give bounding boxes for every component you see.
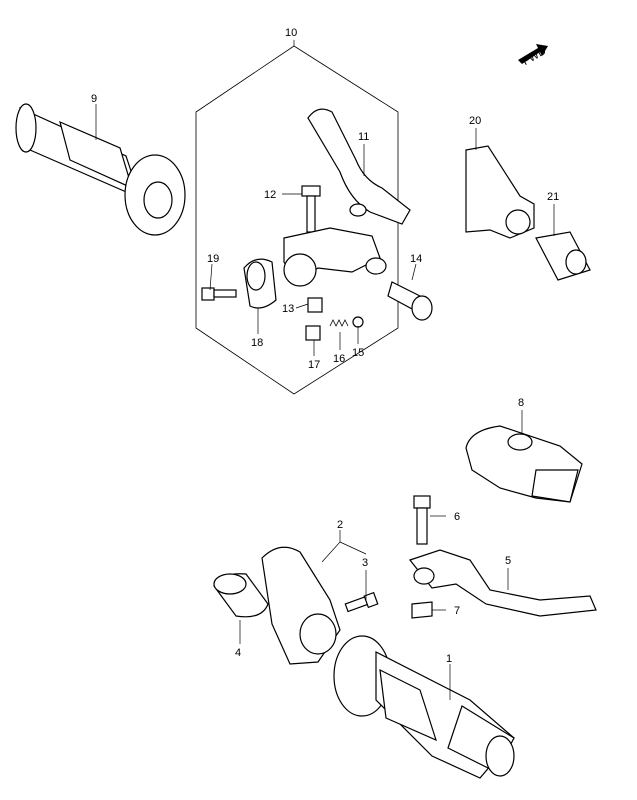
clamp-bolt [201, 287, 237, 301]
lever-cover [465, 145, 535, 239]
brake-lever [409, 549, 597, 617]
callout-1: 1 [446, 653, 452, 665]
callout-15: 15 [352, 347, 364, 359]
callout-5: 5 [505, 555, 511, 567]
callout-18: 18 [251, 337, 263, 349]
callout-20: 20 [469, 115, 481, 127]
ball-part [352, 316, 364, 328]
callout-3: 3 [362, 557, 368, 569]
pivot-bolt [301, 185, 321, 233]
callout-14: 14 [410, 253, 422, 265]
callout-7: 7 [454, 605, 460, 617]
collar [305, 325, 321, 341]
callout-11: 11 [358, 131, 369, 143]
perch-clamp [243, 258, 277, 309]
leader-lines [95, 104, 555, 700]
callout-13: 13 [282, 303, 294, 315]
forward-arrow-icon: FWD [518, 44, 548, 68]
left-grip [15, 103, 186, 236]
callout-17: 17 [308, 359, 320, 371]
callout-16: 16 [333, 353, 345, 365]
callout-2: 2 [337, 519, 343, 531]
adjuster-nut [535, 231, 591, 281]
right-grip [333, 635, 515, 779]
clutch-lever [307, 108, 411, 225]
callout-10: 10 [285, 27, 297, 39]
fwd-label: FWD [521, 45, 549, 68]
throttle-sleeve [213, 573, 269, 618]
callout-19: 19 [207, 253, 219, 265]
housing-screw [344, 591, 379, 613]
lever-perch [283, 227, 387, 287]
cable-adjuster [387, 281, 433, 321]
callout-21: 21 [547, 191, 559, 203]
lever-bolt [413, 495, 431, 545]
spring [329, 319, 349, 327]
lever-nut [411, 601, 433, 619]
pivot-nut [307, 297, 323, 313]
perch-cover [465, 425, 583, 503]
callout-4: 4 [235, 647, 241, 659]
perch-housing [261, 546, 341, 665]
assembly-group-outline [195, 45, 399, 395]
callout-8: 8 [518, 397, 524, 409]
callout-6: 6 [454, 511, 460, 523]
callout-9: 9 [91, 93, 97, 105]
callout-12: 12 [264, 189, 276, 201]
